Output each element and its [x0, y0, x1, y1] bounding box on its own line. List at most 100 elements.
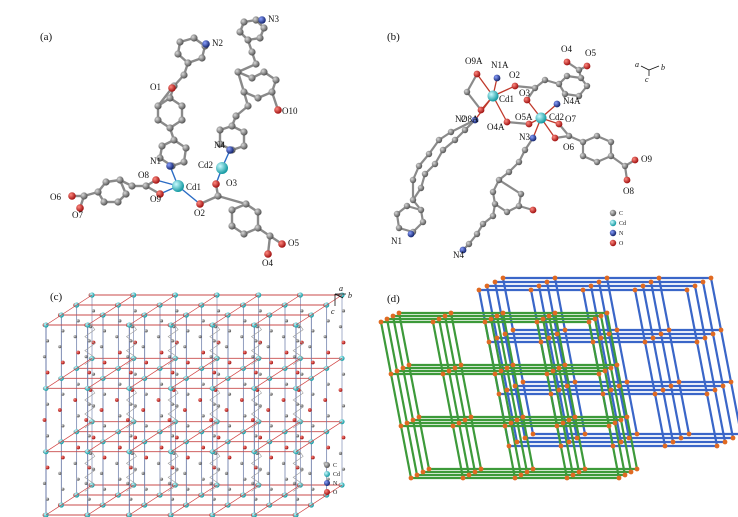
- atom-n: [166, 162, 174, 170]
- atom-c: [491, 200, 499, 208]
- ligand-chain: [125, 449, 138, 492]
- atom-c: [515, 158, 523, 166]
- net-node: [658, 331, 664, 337]
- panel-d-topology-net: (d): [369, 270, 738, 517]
- atom-c: [341, 309, 346, 313]
- atom-o: [102, 360, 107, 365]
- net-node: [458, 362, 464, 368]
- atom-label-o4a: O4A: [487, 122, 505, 132]
- atom-c: [621, 162, 629, 170]
- atom-cd: [339, 482, 345, 488]
- atom-c: [73, 335, 77, 339]
- net-node: [466, 472, 472, 478]
- net-node: [560, 420, 566, 426]
- ligand-chain: [250, 385, 263, 429]
- atom-label-o6: O6: [50, 192, 61, 202]
- atom-o: [242, 445, 247, 450]
- atom-cd: [251, 449, 257, 455]
- atom-c: [201, 477, 205, 481]
- atom-o: [269, 360, 274, 365]
- legend-carbon-swatch-c: [324, 462, 330, 468]
- atom-o: [174, 435, 179, 440]
- atom-c: [563, 72, 571, 80]
- net-node: [378, 319, 384, 325]
- legend-oxygen-label-c: O: [333, 490, 338, 496]
- atom-c: [451, 136, 459, 144]
- net-node: [550, 368, 556, 374]
- atom-c: [234, 68, 242, 76]
- net-node: [494, 313, 500, 319]
- ligand-chain: [250, 449, 263, 492]
- net-node: [582, 466, 588, 472]
- net-node: [442, 313, 448, 319]
- atom-label-n1: N1: [391, 236, 402, 246]
- atom-o: [529, 206, 537, 214]
- atom-label-o8: O8: [138, 170, 149, 180]
- net-rod-green: [547, 315, 581, 473]
- panel-d-structure: (d): [378, 275, 738, 481]
- atom-c: [87, 434, 91, 438]
- atom-c: [254, 497, 258, 501]
- net-node: [410, 417, 416, 423]
- net-node: [666, 327, 672, 333]
- atom-c: [515, 202, 523, 210]
- framework-link: [212, 484, 259, 516]
- net-rod-green: [379, 321, 413, 479]
- atom-c: [260, 24, 268, 32]
- atom-c: [128, 182, 136, 190]
- net-node: [502, 331, 508, 337]
- net-node: [572, 414, 578, 420]
- net-node: [608, 365, 614, 371]
- atom-o: [57, 408, 62, 412]
- atom-o: [45, 370, 50, 375]
- framework-link: [170, 484, 218, 516]
- ligand-chain: [125, 322, 138, 365]
- atom-o: [299, 435, 304, 440]
- atom-o: [284, 350, 289, 355]
- atom-c: [116, 176, 124, 184]
- net-node: [676, 379, 682, 385]
- net-node: [650, 335, 656, 341]
- atom-o: [128, 465, 133, 470]
- atom-c: [201, 382, 205, 386]
- atom-c: [341, 404, 346, 408]
- atom-c: [126, 355, 130, 359]
- atom-c: [167, 481, 172, 485]
- atom-o: [196, 200, 204, 208]
- net-rod-blue: [701, 281, 735, 439]
- ligand-chain: [292, 385, 304, 429]
- net-node: [648, 279, 654, 285]
- atom-c: [175, 309, 179, 313]
- atom-label-o5a: O5A: [515, 112, 533, 122]
- atom-o: [292, 418, 297, 422]
- net-node: [704, 391, 710, 397]
- atom-cd: [210, 322, 216, 328]
- atom-cd: [43, 385, 49, 391]
- net-rod-green: [501, 312, 535, 470]
- atom-label-n1: N1: [150, 156, 161, 166]
- atom-c: [311, 329, 315, 333]
- net-node: [604, 275, 610, 281]
- atom-c: [258, 309, 262, 313]
- net-node: [606, 331, 612, 337]
- atom-o: [91, 435, 96, 440]
- atom-c: [338, 325, 343, 329]
- axis-c-label: c: [645, 75, 649, 84]
- atom-c: [447, 128, 455, 136]
- net-node: [616, 475, 622, 481]
- net-node: [510, 362, 516, 368]
- net-node: [618, 439, 624, 445]
- net-node: [538, 339, 544, 345]
- atom-o: [338, 388, 343, 392]
- framework-link: [212, 358, 259, 389]
- atom-o: [45, 465, 50, 470]
- atom-c: [58, 471, 62, 475]
- net-node: [616, 383, 622, 389]
- atom-cd: [210, 449, 216, 455]
- legend-cadmium-swatch-c: [324, 471, 330, 477]
- atom-c: [338, 451, 343, 455]
- net-node: [692, 283, 698, 289]
- axis-a-label-c: a: [339, 284, 343, 293]
- net-node: [576, 469, 582, 475]
- net-node: [720, 383, 726, 389]
